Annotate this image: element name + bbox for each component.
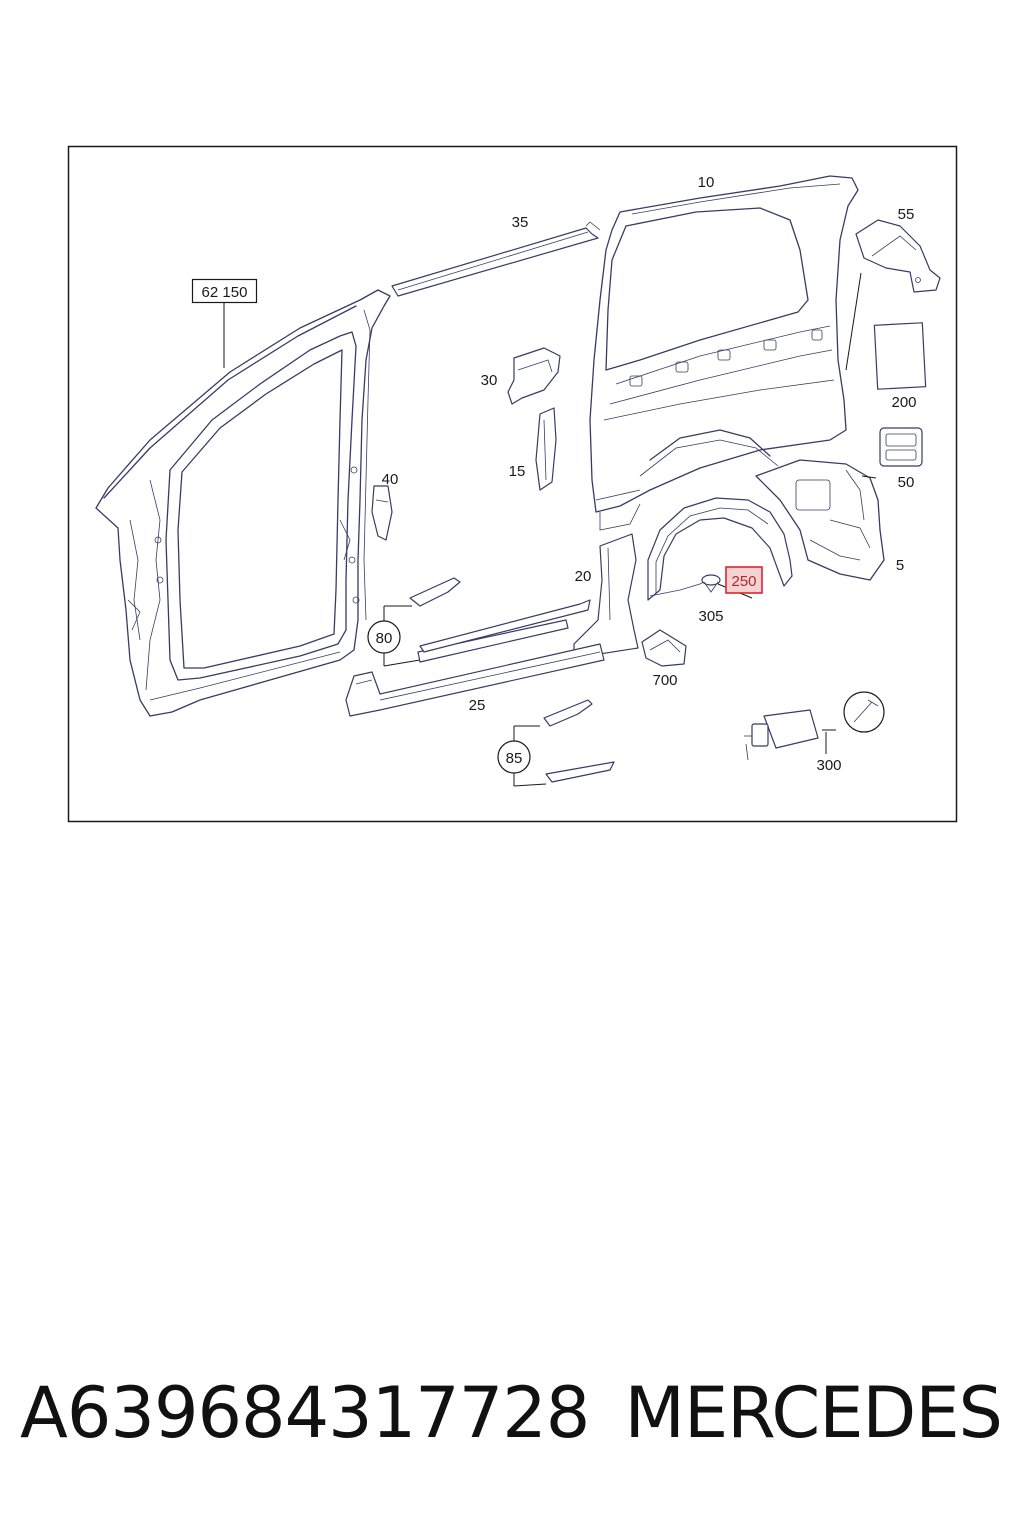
fuel-flap-drawing <box>855 219 941 293</box>
part-label-85: 85 <box>506 750 523 767</box>
part-label-200: 200 <box>891 394 916 411</box>
bracket-40-drawing <box>371 485 393 541</box>
bracket-30-drawing <box>507 347 561 405</box>
repair-set-85-drawing <box>513 699 615 787</box>
part-label-30: 30 <box>481 372 498 389</box>
repair-set-80-drawing <box>383 577 591 667</box>
frame-ref-label: 62 150 <box>202 284 248 301</box>
part-label-50: 50 <box>898 474 915 491</box>
callout-circle-80 <box>367 620 401 654</box>
leader-lines <box>223 272 877 754</box>
part-label-700: 700 <box>652 672 677 689</box>
frame-ref-box <box>191 278 258 304</box>
tank-flap-drawing <box>879 427 923 467</box>
pillar-trim-20-drawing <box>573 533 639 659</box>
part-label-20: 20 <box>575 568 592 585</box>
part-label-80: 80 <box>376 630 393 647</box>
reinforcement-15-drawing <box>535 407 557 491</box>
callout-circle-85 <box>497 740 531 774</box>
adhesive-tube-300-drawing <box>744 691 885 761</box>
part-label-40: 40 <box>382 471 399 488</box>
highlight-box-250 <box>725 566 763 594</box>
part-label-35: 35 <box>512 214 529 231</box>
part-label-250: 250 <box>731 573 756 590</box>
part-number: A639684317728 <box>20 1372 590 1454</box>
part-label-305: 305 <box>698 608 723 625</box>
bracket-700-drawing <box>641 629 687 667</box>
part-label-5: 5 <box>896 557 904 574</box>
diagram-frame <box>67 145 958 823</box>
wheelhouse-drawing <box>755 459 885 581</box>
part-label-10: 10 <box>698 174 715 191</box>
rear-side-panel-drawing <box>589 175 859 531</box>
part-label-300: 300 <box>816 757 841 774</box>
sill-25-drawing <box>345 643 605 717</box>
part-label-15: 15 <box>509 463 526 480</box>
roof-rail-drawing <box>391 221 601 297</box>
part-label-25: 25 <box>469 697 486 714</box>
clip-305-drawing <box>701 574 721 593</box>
part-label-55: 55 <box>898 206 915 223</box>
front-side-frame-drawing <box>95 289 391 717</box>
cover-panel-200 <box>873 322 927 390</box>
footer: A639684317728 MERCEDES <box>0 1372 1024 1472</box>
brand-name: MERCEDES <box>624 1372 1003 1454</box>
